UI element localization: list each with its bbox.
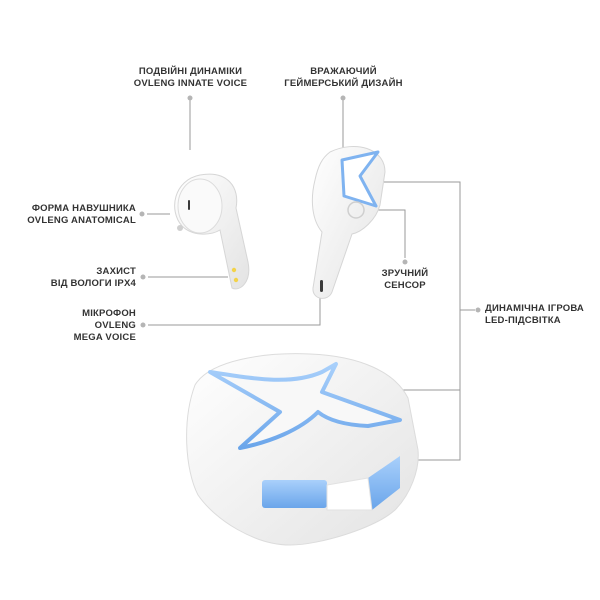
- charging-case: [186, 353, 419, 546]
- callout-dots: [139, 95, 481, 328]
- front-led-right: [368, 456, 400, 510]
- front-led-left: [262, 480, 327, 508]
- label-dual-drivers: ПОДВІЙНІ ДИНАМІКИ OVLENG INNATE VOICE: [133, 66, 248, 89]
- label-gaming-design: ВРАЖАЮЧИЙ ГЕЙМЕРСЬКИЙ ДИЗАЙН: [284, 66, 403, 89]
- label-microphone: МІКРОФОН OVLENG MEGA VOICE: [73, 308, 136, 343]
- right-earbud: [311, 145, 386, 299]
- left-earbud: [174, 173, 250, 290]
- label-moisture-protection: ЗАХИСТ ВІД ВОЛОГИ IPX4: [50, 266, 136, 289]
- callout-lines: [147, 98, 475, 461]
- label-led-backlight: ДИНАМІЧНА ІГРОВА LED-ПІДСВІТКА: [485, 303, 584, 326]
- label-earbud-shape: ФОРМА НАВУШНИКА OVLENG ANATOMICAL: [27, 203, 136, 226]
- label-sensor: ЗРУЧНИЙ СЕНСОР: [381, 268, 429, 291]
